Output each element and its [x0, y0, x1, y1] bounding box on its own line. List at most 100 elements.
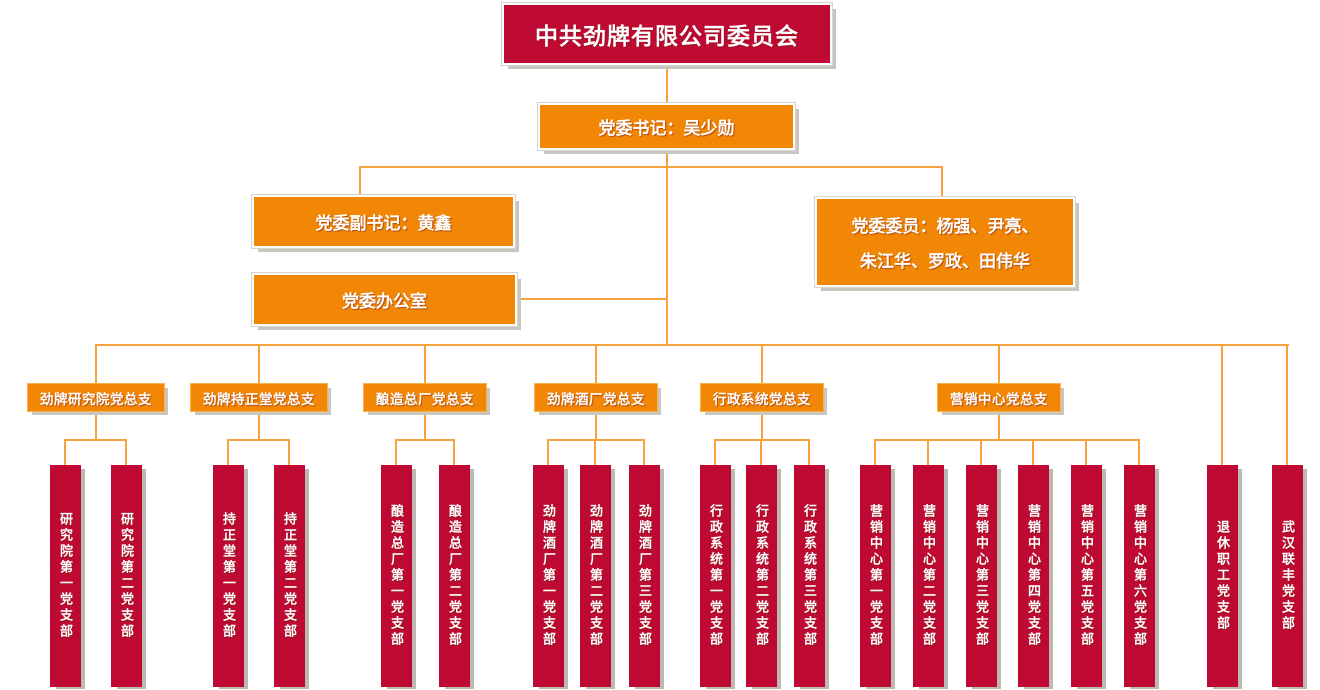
connector-line — [258, 411, 260, 441]
branch-label: 行政系统党总支 — [713, 391, 811, 407]
branch-box-research: 劲牌研究院党总支 — [27, 383, 165, 412]
connector-line — [927, 440, 929, 465]
connector-line — [594, 440, 596, 465]
connector-line — [227, 440, 229, 465]
subbranch-box: 劲牌酒厂第三党支部 — [629, 465, 660, 687]
deputy-secretary-label: 党委副书记：黄鑫 — [315, 214, 452, 233]
subbranch-label: 营销中心第二党支部 — [921, 504, 936, 648]
subbranch-label: 营销中心第六党支部 — [1132, 504, 1147, 648]
connector-line — [95, 345, 97, 383]
connector-line — [1085, 440, 1087, 465]
subbranch-box: 持正堂第一党支部 — [213, 465, 244, 687]
connector-line — [64, 439, 127, 441]
connector-line — [95, 344, 1289, 346]
party-office-label: 党委办公室 — [342, 292, 427, 311]
committee-members-line2: 朱江华、罗政、田伟华 — [860, 252, 1030, 271]
connector-line — [666, 65, 668, 103]
connector-line — [941, 166, 943, 197]
connector-line — [714, 439, 810, 441]
root-committee-label: 中共劲牌有限公司委员会 — [535, 23, 799, 49]
branch-label: 劲牌研究院党总支 — [40, 391, 152, 407]
connector-line — [595, 411, 597, 441]
connector-line — [998, 345, 1000, 383]
branch-box-winery: 劲牌酒厂党总支 — [534, 383, 658, 412]
connector-line — [453, 440, 455, 465]
subbranch-label: 酿造总厂第一党支部 — [389, 504, 404, 648]
party-office-box: 党委办公室 — [251, 272, 518, 327]
subbranch-box: 酿造总厂第二党支部 — [439, 465, 470, 687]
connector-line — [359, 166, 943, 168]
connector-line — [424, 411, 426, 441]
subbranch-label: 行政系统第三党支部 — [802, 504, 817, 648]
subbranch-box: 劲牌酒厂第二党支部 — [580, 465, 611, 687]
connector-line — [714, 440, 716, 465]
subbranch-box: 行政系统第二党支部 — [746, 465, 777, 687]
subbranch-label: 营销中心第三党支部 — [974, 504, 989, 648]
connector-line — [666, 150, 668, 346]
connector-line — [395, 440, 397, 465]
connector-line — [643, 440, 645, 465]
connector-line — [547, 439, 645, 441]
subbranch-box: 营销中心第四党支部 — [1018, 465, 1049, 687]
subbranch-box: 持正堂第二党支部 — [274, 465, 305, 687]
connector-line — [1138, 440, 1140, 465]
subbranch-box: 酿造总厂第一党支部 — [381, 465, 412, 687]
connector-line — [64, 440, 66, 465]
subbranch-label: 研究院第一党支部 — [58, 512, 73, 640]
subbranch-label: 营销中心第一党支部 — [868, 504, 883, 648]
subbranch-box-wuhan: 武汉联丰党支部 — [1272, 465, 1303, 687]
connector-line — [258, 345, 260, 383]
branch-box-admin: 行政系统党总支 — [700, 383, 824, 412]
subbranch-box: 研究院第二党支部 — [111, 465, 142, 687]
subbranch-box: 研究院第一党支部 — [50, 465, 81, 687]
branch-label: 劲牌持正堂党总支 — [203, 391, 315, 407]
subbranch-box: 营销中心第六党支部 — [1124, 465, 1155, 687]
connector-line — [1221, 345, 1223, 465]
subbranch-label: 劲牌酒厂第二党支部 — [588, 504, 603, 648]
connector-line — [395, 439, 455, 441]
connector-line — [359, 166, 361, 195]
connector-line — [808, 440, 810, 465]
subbranch-label: 行政系统第二党支部 — [754, 504, 769, 648]
subbranch-box-retired: 退休职工党支部 — [1207, 465, 1238, 687]
deputy-secretary-box: 党委副书记：黄鑫 — [251, 194, 516, 249]
party-secretary-label: 党委书记：吴少勋 — [598, 119, 735, 138]
connector-line — [980, 440, 982, 465]
branch-label: 劲牌酒厂党总支 — [547, 391, 645, 407]
connector-line — [517, 298, 667, 300]
connector-line — [227, 439, 290, 441]
branch-label: 营销中心党总支 — [950, 391, 1048, 407]
subbranch-box: 劲牌酒厂第一党支部 — [533, 465, 564, 687]
subbranch-label: 退休职工党支部 — [1215, 520, 1230, 632]
subbranch-box: 营销中心第三党支部 — [966, 465, 997, 687]
connector-line — [1286, 345, 1288, 465]
connector-line — [1032, 440, 1034, 465]
branch-box-brewery: 酿造总厂党总支 — [363, 383, 487, 412]
branch-label: 酿造总厂党总支 — [376, 391, 474, 407]
connector-line — [424, 345, 426, 383]
connector-line — [761, 411, 763, 441]
subbranch-label: 营销中心第四党支部 — [1026, 504, 1041, 648]
party-secretary-box: 党委书记：吴少勋 — [537, 102, 796, 151]
subbranch-box: 营销中心第五党支部 — [1071, 465, 1102, 687]
connector-line — [874, 440, 876, 465]
committee-members-box: 党委委员：杨强、尹亮、 朱江华、罗政、田伟华 — [814, 196, 1076, 288]
connector-line — [125, 440, 127, 465]
connector-line — [761, 345, 763, 383]
root-committee-box: 中共劲牌有限公司委员会 — [501, 2, 833, 66]
subbranch-label: 劲牌酒厂第一党支部 — [541, 504, 556, 648]
connector-line — [547, 440, 549, 465]
subbranch-label: 行政系统第一党支部 — [708, 504, 723, 648]
connector-line — [874, 439, 1140, 441]
subbranch-label: 营销中心第五党支部 — [1079, 504, 1094, 648]
subbranch-box: 营销中心第二党支部 — [913, 465, 944, 687]
branch-box-marketing: 营销中心党总支 — [937, 383, 1061, 412]
subbranch-label: 武汉联丰党支部 — [1280, 520, 1295, 632]
committee-members-line1: 党委委员：杨强、尹亮、 — [851, 217, 1039, 236]
connector-line — [595, 345, 597, 383]
connector-line — [760, 440, 762, 465]
branch-box-chizhengtang: 劲牌持正堂党总支 — [190, 383, 328, 412]
subbranch-label: 劲牌酒厂第三党支部 — [637, 504, 652, 648]
subbranch-box: 行政系统第一党支部 — [700, 465, 731, 687]
